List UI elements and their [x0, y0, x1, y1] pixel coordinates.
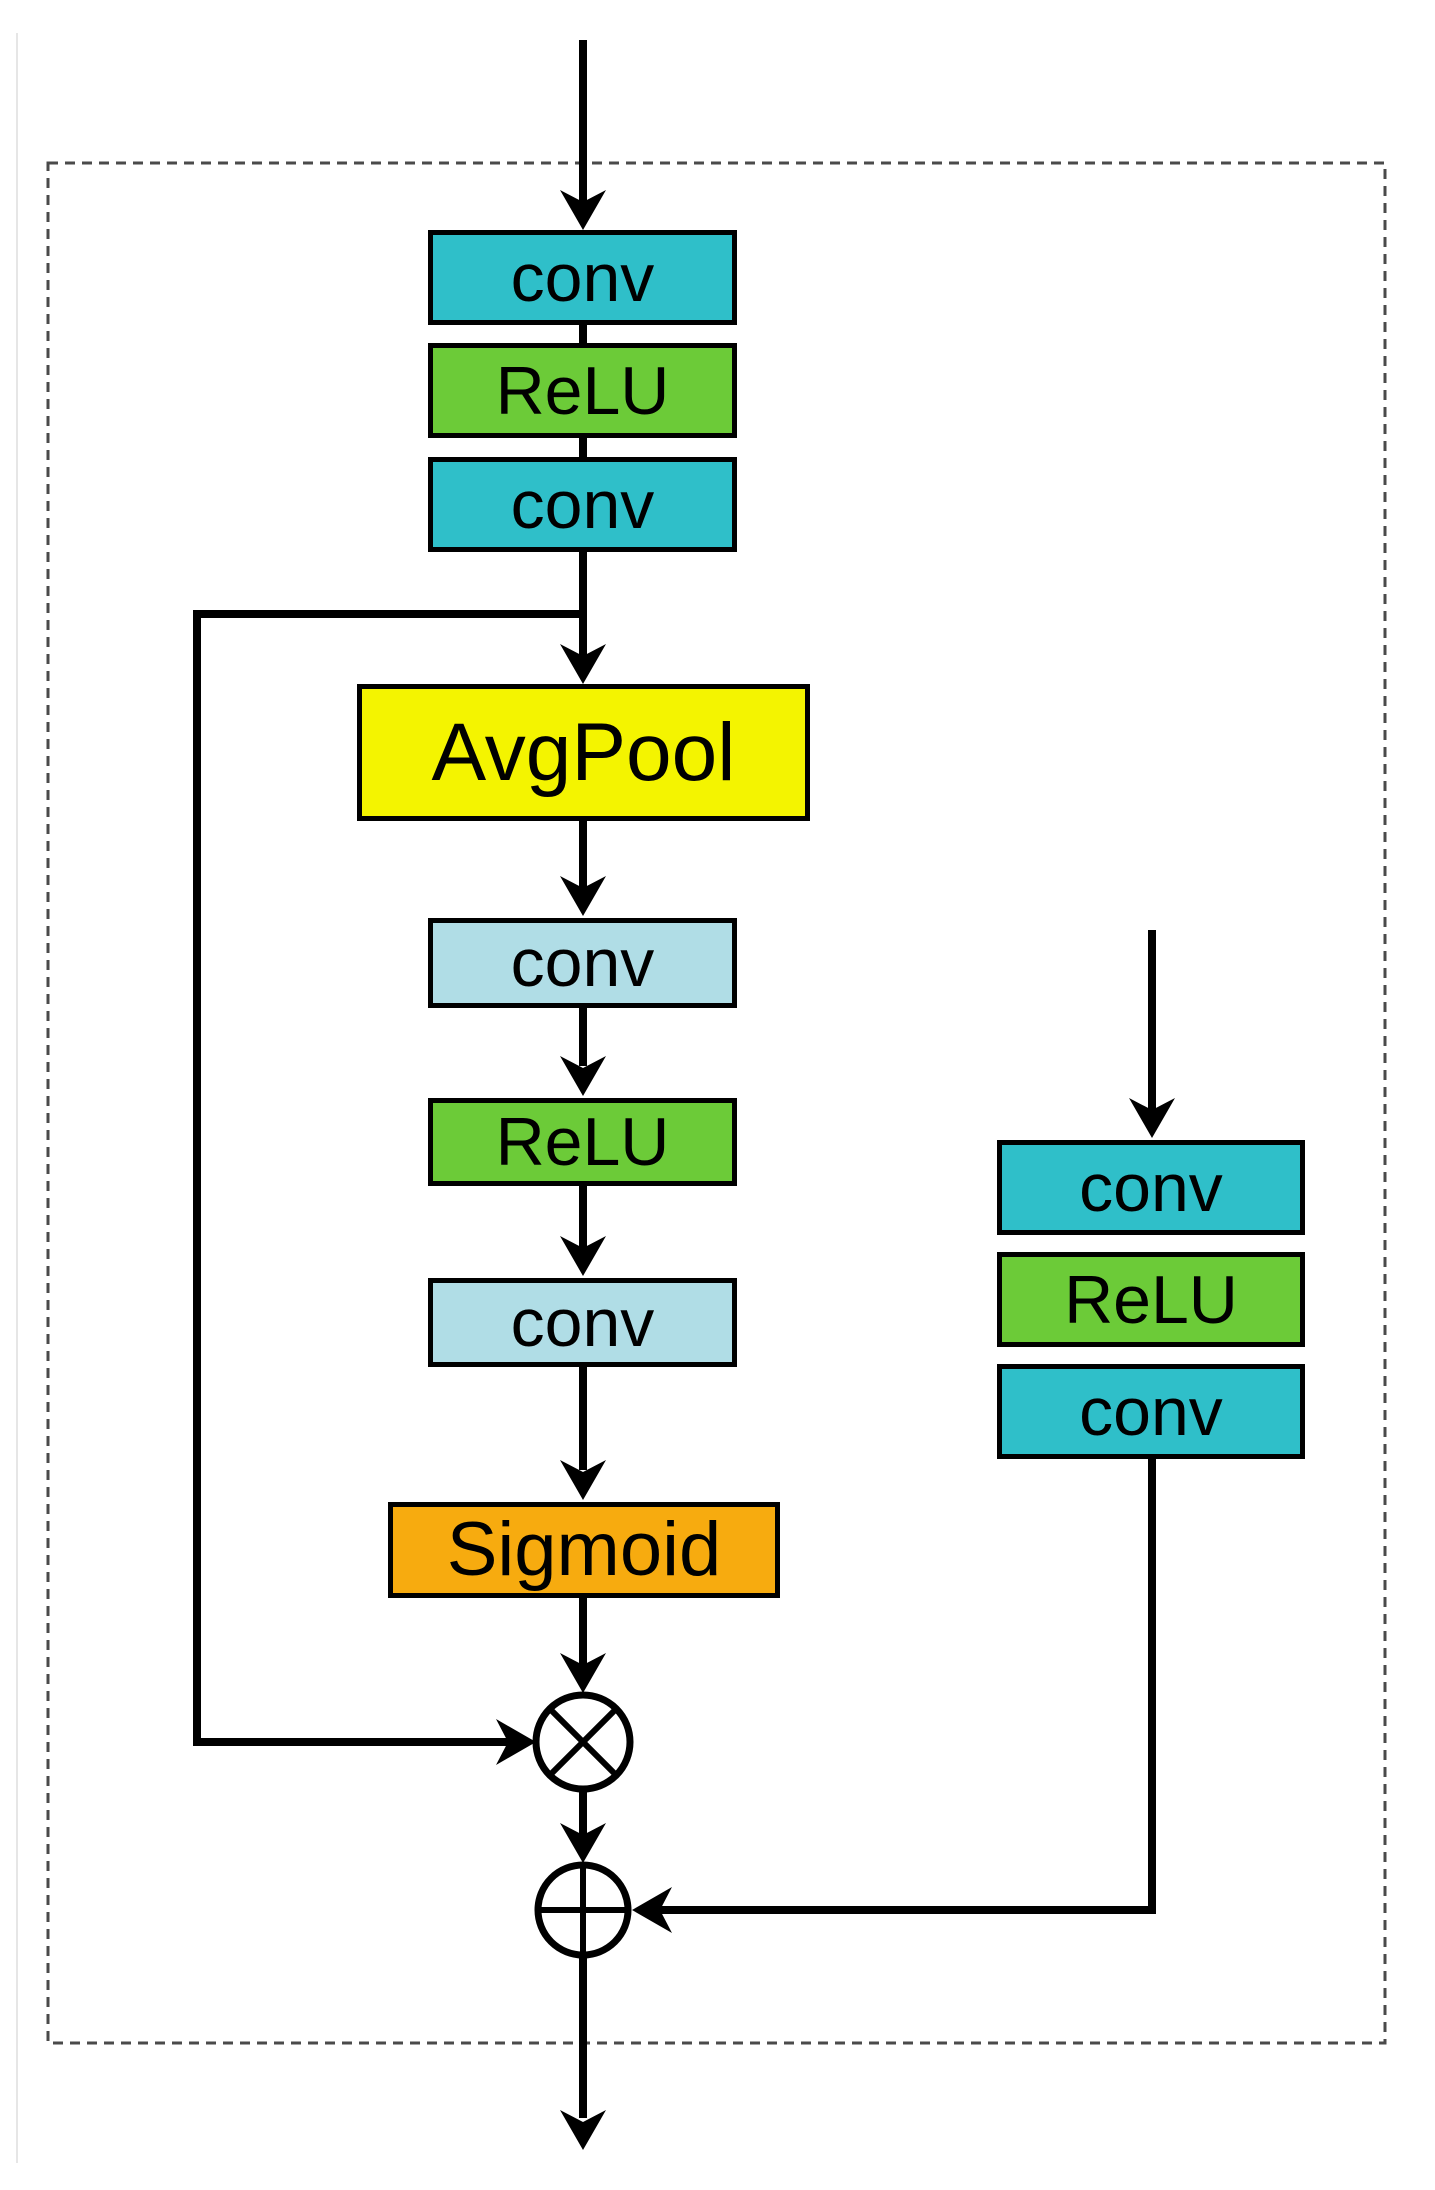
arrowhead-attrelu: [560, 1056, 606, 1096]
side-conv-2-box: conv: [997, 1364, 1305, 1459]
arrowhead-multiply-in: [560, 1653, 606, 1693]
attention-conv-1-box: conv: [428, 918, 737, 1008]
pre-conv-1-box: conv: [428, 230, 737, 325]
add-icon: [534, 1861, 632, 1959]
arrowhead-skip-into-multiply: [496, 1719, 536, 1765]
arrowhead-attconv2: [560, 1236, 606, 1276]
pre-relu-box: ReLU: [428, 343, 737, 438]
multiply-icon: [532, 1691, 634, 1793]
arrowhead-output: [560, 2110, 606, 2150]
arrowhead-attconv1: [560, 876, 606, 916]
pre-conv-2-box: conv: [428, 457, 737, 552]
arrowhead-group: [496, 190, 1175, 2150]
sigmoid-box: Sigmoid: [388, 1502, 780, 1598]
dashed-boundary: [46, 161, 1387, 2045]
arrowhead-side-input: [1129, 1098, 1175, 1138]
attention-relu-box: ReLU: [428, 1098, 737, 1186]
arrowhead-avgpool: [560, 644, 606, 684]
arrowhead-add-in: [560, 1823, 606, 1863]
side-relu-box: ReLU: [997, 1252, 1305, 1347]
arrowhead-input: [560, 190, 606, 230]
attention-conv-2-box: conv: [428, 1278, 737, 1367]
avgpool-box: AvgPool: [357, 684, 810, 821]
arrowhead-side-into-add: [632, 1887, 672, 1933]
arrowhead-sigmoid: [560, 1460, 606, 1500]
wire-group: [193, 40, 1156, 2118]
side-conv-1-box: conv: [997, 1140, 1305, 1235]
